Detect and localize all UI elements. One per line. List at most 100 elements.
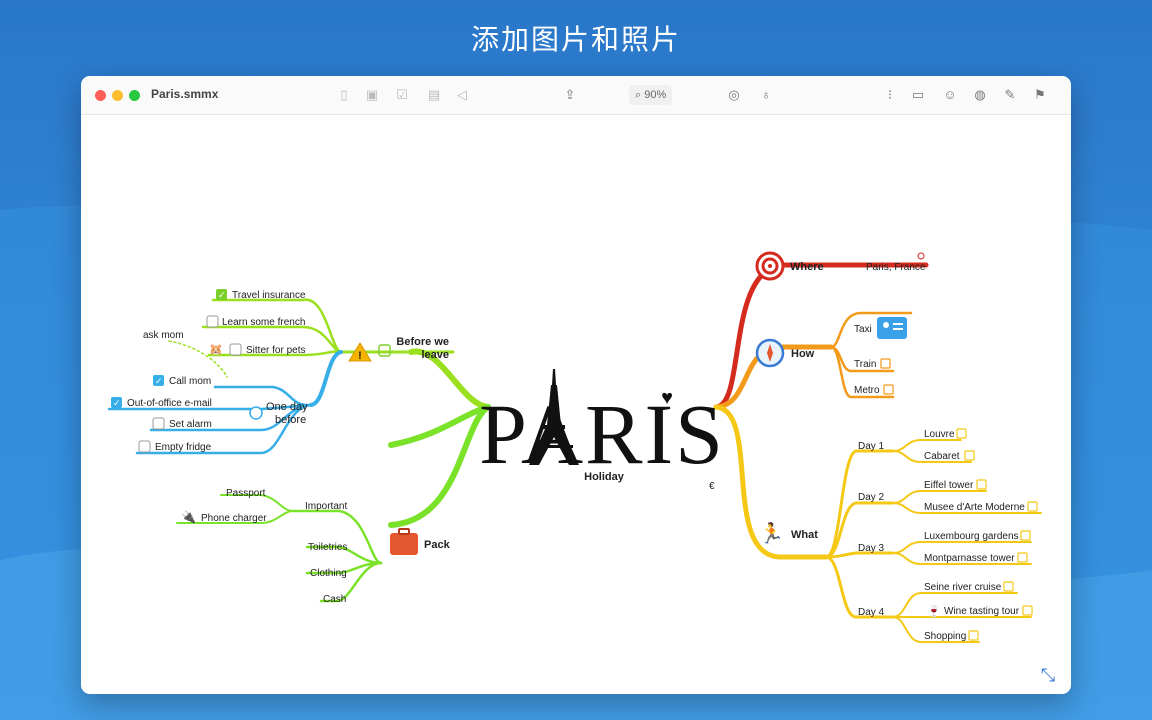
idea-icon[interactable]: ♁ — [761, 87, 771, 102]
topic-what[interactable]: 🏃 What — [759, 521, 818, 545]
link-icon — [964, 450, 975, 461]
wine-icon: 🍷 — [927, 605, 941, 618]
banner-title: 添加图片和照片 — [470, 23, 681, 56]
link-icon — [1003, 581, 1014, 592]
node-taxi[interactable]: Taxi — [854, 317, 907, 339]
wine-label: Wine tasting tour — [944, 606, 1020, 617]
focus-icon[interactable]: ◎ — [728, 87, 740, 102]
node-shopping[interactable]: Shopping — [924, 630, 979, 642]
plug-icon: 🔌 — [181, 510, 196, 524]
ask-mom-note: ask mom — [143, 330, 184, 341]
minimize-window-button[interactable] — [112, 90, 123, 101]
central-subtitle: Holiday — [584, 471, 625, 483]
sitter-label: Sitter for pets — [246, 345, 305, 356]
share-icon[interactable]: ⇪ — [564, 87, 576, 102]
link-icon — [1017, 552, 1028, 563]
close-window-button[interactable] — [95, 90, 106, 101]
svg-text:✓: ✓ — [113, 398, 121, 408]
zoom-level: 90% — [644, 89, 667, 101]
node-seine[interactable]: Seine river cruise — [924, 581, 1014, 593]
node-louvre[interactable]: Louvre — [924, 428, 967, 440]
clock-icon — [249, 406, 263, 420]
currency-marker: € — [709, 481, 715, 492]
outline-icon[interactable]: ⁝ — [887, 87, 893, 102]
comment-icon[interactable]: ▭ — [911, 87, 925, 102]
node-metro[interactable]: Metro — [854, 384, 894, 396]
link-icon — [956, 428, 967, 439]
zoom-control[interactable]: ⌕ 90% — [629, 85, 673, 105]
app-window: Paris.smmx ▯ ▣ ☑ ▤ ◁ ⇪ ⌕ 90% ◎ ♁ ⁝ ▭ ☺ ◍… — [81, 76, 1071, 694]
pin-icon[interactable]: ✎ — [1004, 87, 1016, 102]
empty-fridge-label: Empty fridge — [155, 442, 212, 453]
out-of-office-label: Out-of-office e-mail — [127, 398, 212, 409]
image-icon[interactable]: ▣ — [365, 87, 379, 102]
zoom-icon: ⌕ — [635, 89, 645, 101]
day-1-label[interactable]: Day 1 — [858, 441, 885, 452]
topic-before-we-leave[interactable]: ! Before we leave — [348, 336, 449, 362]
svg-text:✓: ✓ — [155, 376, 163, 386]
what-label: What — [791, 529, 818, 541]
node-train[interactable]: Train — [854, 358, 891, 370]
link-icon — [1022, 605, 1033, 616]
topic-how[interactable]: How — [755, 338, 815, 368]
node-set-alarm[interactable]: Set alarm — [152, 417, 212, 430]
paris-france-label[interactable]: Paris, France — [866, 262, 926, 273]
node-phone-charger[interactable]: 🔌 Phone charger — [181, 510, 267, 524]
node-musee[interactable]: Musee d'Arte Moderne — [924, 501, 1038, 513]
expand-icon[interactable]: ⤡ — [1040, 665, 1056, 685]
node-cabaret[interactable]: Cabaret — [924, 450, 975, 462]
checklist-icon[interactable]: ☑ — [396, 87, 408, 102]
topic-one-day-before[interactable]: One day before — [249, 401, 308, 426]
eiffel-tower-icon — [529, 369, 579, 465]
day-3-label[interactable]: Day 3 — [858, 543, 885, 554]
shopping-label: Shopping — [924, 631, 966, 642]
zoom-window-button[interactable] — [129, 90, 140, 101]
passport-label[interactable]: Passport — [226, 488, 266, 499]
node-call-mom[interactable]: ✓ Call mom — [153, 375, 211, 387]
calendar-icon — [378, 344, 391, 357]
cash-label[interactable]: Cash — [323, 594, 346, 605]
link-icon — [976, 479, 987, 490]
emoji-icon[interactable]: ☺ — [943, 87, 957, 102]
day-4-label[interactable]: Day 4 — [858, 607, 885, 618]
checkbox-checked — [216, 289, 227, 300]
cabaret-label: Cabaret — [924, 451, 960, 462]
before-label-line2: leave — [421, 349, 449, 361]
link-icon — [1020, 530, 1031, 541]
node-luxembourg[interactable]: Luxembourg gardens — [924, 530, 1031, 542]
checkbox-unchecked — [229, 343, 242, 356]
clothing-label[interactable]: Clothing — [310, 568, 347, 579]
node-montparnasse[interactable]: Montparnasse tower — [924, 552, 1028, 564]
node-sitter[interactable]: 🐹 Sitter for pets — [209, 343, 305, 356]
palette-icon[interactable]: ◍ — [974, 87, 986, 102]
one-day-line2: before — [275, 414, 306, 426]
mindmap-canvas[interactable]: PARIS ♥ Holiday € ! Before we leave ✓ — [81, 115, 1071, 694]
mindmap-svg: PARIS ♥ Holiday € ! Before we leave ✓ — [107, 251, 1042, 643]
central-title: PARIS — [479, 386, 725, 482]
inspector-icon[interactable]: ⚑ — [1034, 87, 1046, 102]
table-icon[interactable]: ▤ — [427, 87, 441, 102]
document-title: Paris.smmx — [151, 87, 219, 101]
node-empty-fridge[interactable]: Empty fridge — [138, 440, 212, 453]
musee-label: Musee d'Arte Moderne — [924, 502, 1025, 513]
topic-pack[interactable]: Pack — [390, 528, 451, 555]
day-2-label[interactable]: Day 2 — [858, 492, 885, 503]
seine-label: Seine river cruise — [924, 582, 1002, 593]
tag-icon[interactable]: ◁ — [457, 87, 467, 102]
node-learn-french[interactable]: Learn some french — [206, 315, 305, 328]
toiletries-label[interactable]: Toiletries — [308, 542, 347, 553]
before-label-line1: Before we — [396, 336, 449, 348]
warning-icon — [348, 342, 372, 362]
checkbox-unchecked — [138, 440, 151, 453]
node-wine[interactable]: 🍷 Wine tasting tour — [927, 605, 1033, 618]
important-label[interactable]: Important — [305, 501, 347, 512]
svg-text:!: ! — [358, 350, 362, 362]
topic-where[interactable]: Where — [755, 251, 824, 281]
montparnasse-label: Montparnasse tower — [924, 553, 1015, 564]
title-bar: Paris.smmx ▯ ▣ ☑ ▤ ◁ ⇪ ⌕ 90% ◎ ♁ ⁝ ▭ ☺ ◍… — [81, 76, 1071, 115]
node-travel-insurance[interactable]: ✓ Travel insurance — [216, 289, 306, 301]
central-topic[interactable]: PARIS ♥ Holiday € — [479, 369, 725, 492]
node-eiffel-tower[interactable]: Eiffel tower — [924, 479, 987, 491]
note-icon[interactable]: ▯ — [340, 87, 348, 102]
node-out-of-office[interactable]: ✓ Out-of-office e-mail — [111, 397, 212, 409]
